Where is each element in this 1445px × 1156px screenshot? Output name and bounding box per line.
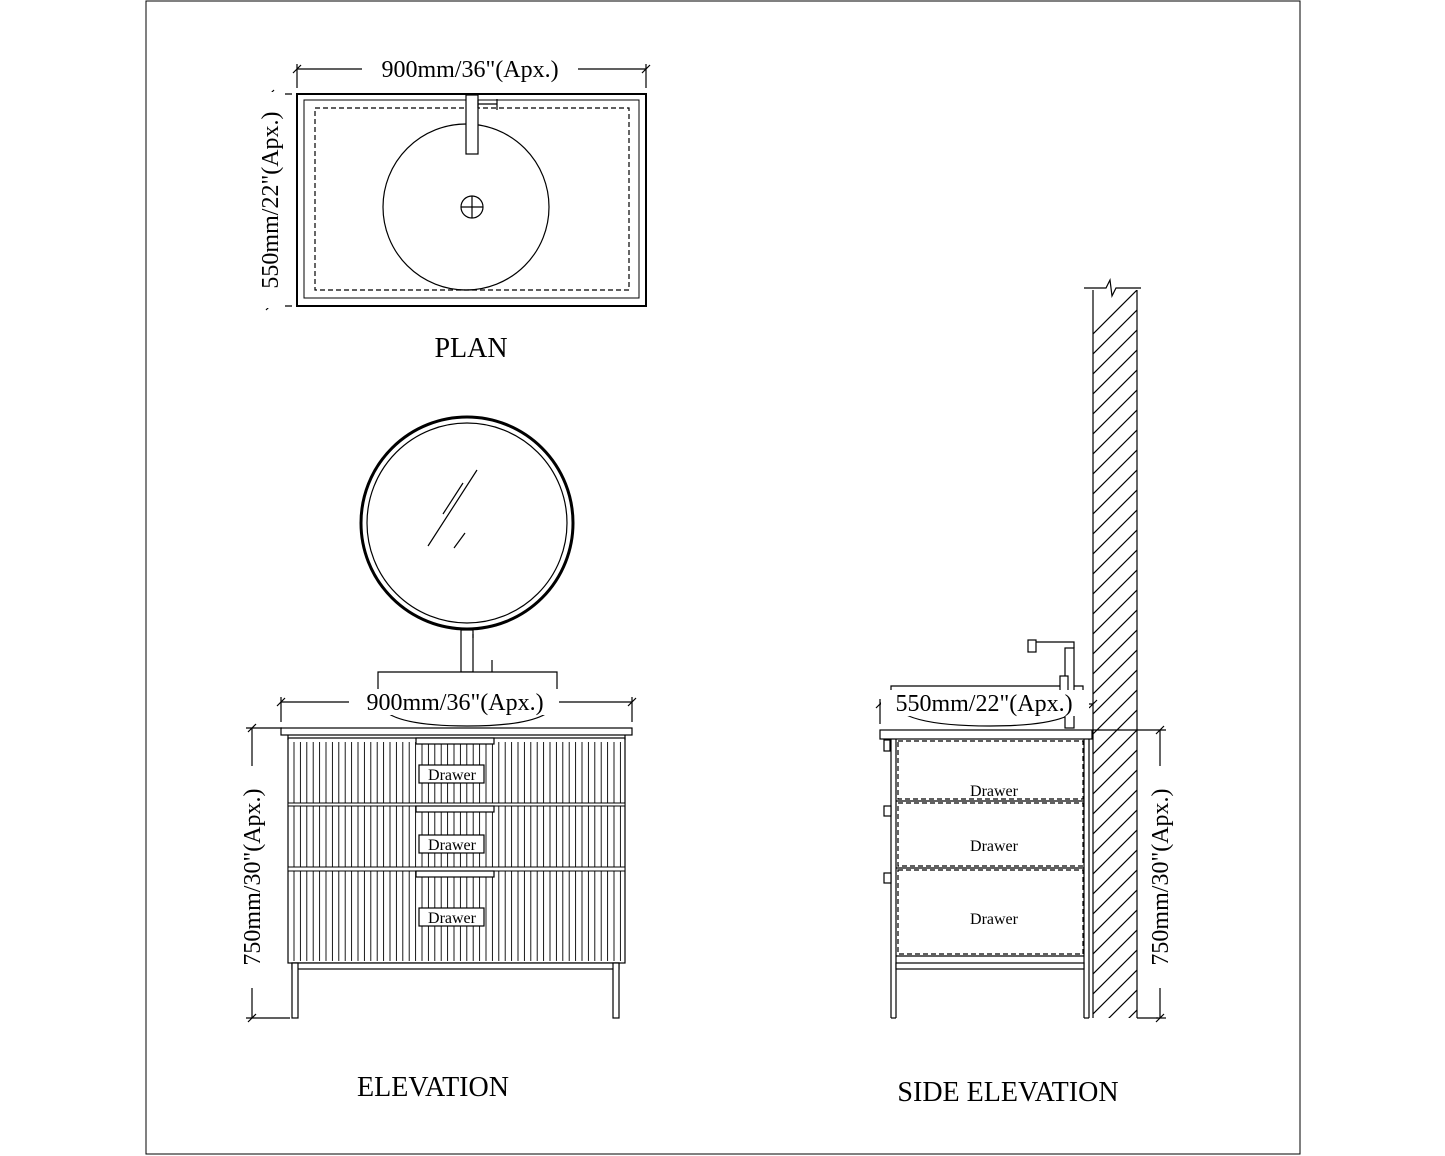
hatch-line bbox=[1093, 869, 1137, 915]
hatch-line bbox=[1093, 389, 1137, 435]
plan-title: PLAN bbox=[434, 333, 507, 364]
hatch-line bbox=[1093, 1030, 1137, 1074]
hatch-line bbox=[1093, 849, 1137, 895]
elevation-height-dimension: 750mm/30"(Apx.) bbox=[240, 788, 266, 965]
hatch-line bbox=[1093, 429, 1137, 475]
drawing-border bbox=[145, 0, 1301, 1155]
drawer-handle bbox=[415, 805, 495, 813]
hatch-line bbox=[1093, 929, 1137, 975]
hatch-line bbox=[1093, 369, 1137, 415]
hatch-line bbox=[1093, 909, 1137, 955]
hatch-line bbox=[1093, 329, 1137, 375]
hatch-line bbox=[1093, 449, 1137, 495]
plan-width-dimension: 900mm/36"(Apx.) bbox=[381, 57, 558, 83]
plan-view: 900mm/36"(Apx.) 550mm/22"(Apx.) PLAN bbox=[256, 55, 651, 364]
hatch-line bbox=[1093, 309, 1137, 355]
hatch-line bbox=[1093, 409, 1137, 455]
hatch-line bbox=[1093, 969, 1137, 1015]
side-elevation-view: Drawer Drawer Drawer 550mm/22"(Apx.) 750… bbox=[875, 277, 1175, 1108]
hatch-line bbox=[1108, 989, 1137, 1018]
countertop bbox=[280, 727, 633, 736]
wall-section bbox=[1084, 277, 1158, 1074]
hatch-line bbox=[1093, 489, 1137, 535]
hatch-line bbox=[1093, 829, 1137, 875]
hatch-line bbox=[1093, 529, 1137, 575]
hatch-line bbox=[1093, 709, 1137, 755]
drain-icon bbox=[460, 195, 484, 219]
side-countertop bbox=[879, 729, 1093, 740]
hatch-line bbox=[1093, 669, 1137, 715]
side-depth-dimension: 550mm/22"(Apx.) bbox=[895, 691, 1072, 717]
elevation-title: ELEVATION bbox=[357, 1072, 509, 1103]
side-drawer-label: Drawer bbox=[970, 783, 1019, 800]
hatch-line bbox=[1093, 769, 1137, 815]
hatch-line bbox=[1093, 889, 1137, 935]
faucet-plan-icon bbox=[465, 94, 498, 155]
elevation-view: Drawer Drawer Drawer 900mm/36"(Apx.) bbox=[238, 415, 637, 1103]
hatch-line bbox=[1093, 589, 1137, 635]
hatch-line bbox=[1093, 569, 1137, 615]
hatch-line bbox=[1093, 469, 1137, 515]
hatch-line bbox=[1093, 809, 1137, 855]
side-drawer-box bbox=[897, 740, 1084, 800]
cabinet-base-frame bbox=[291, 962, 620, 1019]
faucet-icon bbox=[460, 629, 493, 673]
hatch-line bbox=[1093, 609, 1137, 655]
side-elevation-title: SIDE ELEVATION bbox=[897, 1077, 1118, 1108]
hatch-line bbox=[1093, 649, 1137, 695]
hatch-line bbox=[1093, 549, 1137, 595]
side-drawer-label: Drawer bbox=[970, 838, 1019, 855]
drawer-label: Drawer bbox=[428, 767, 477, 784]
side-drawer-label: Drawer bbox=[970, 911, 1019, 928]
side-drawer-box bbox=[897, 802, 1084, 867]
drawer-handle bbox=[415, 870, 495, 878]
drawer-label: Drawer bbox=[428, 910, 477, 927]
elevation-width-dimension: 900mm/36"(Apx.) bbox=[366, 690, 543, 716]
hatch-line bbox=[1093, 349, 1137, 395]
hatch-line bbox=[1093, 689, 1137, 735]
side-drawer-box bbox=[897, 869, 1084, 955]
drawer-handle bbox=[415, 737, 495, 745]
drawer-label: Drawer bbox=[428, 837, 477, 854]
hatch-line bbox=[1093, 949, 1137, 995]
hatch-line bbox=[1128, 1009, 1137, 1018]
hatch-line bbox=[1093, 509, 1137, 555]
hatch-line bbox=[1093, 629, 1137, 675]
round-mirror bbox=[359, 415, 575, 631]
hatch-line bbox=[1093, 290, 1137, 335]
side-height-dimension: 750mm/30"(Apx.) bbox=[1148, 788, 1174, 965]
plan-depth-dimension: 550mm/22"(Apx.) bbox=[258, 111, 284, 288]
plan-countertop bbox=[296, 93, 647, 307]
hatch-line bbox=[1093, 749, 1137, 795]
hatch-line bbox=[1093, 789, 1137, 835]
hatch-line bbox=[1093, 729, 1137, 775]
